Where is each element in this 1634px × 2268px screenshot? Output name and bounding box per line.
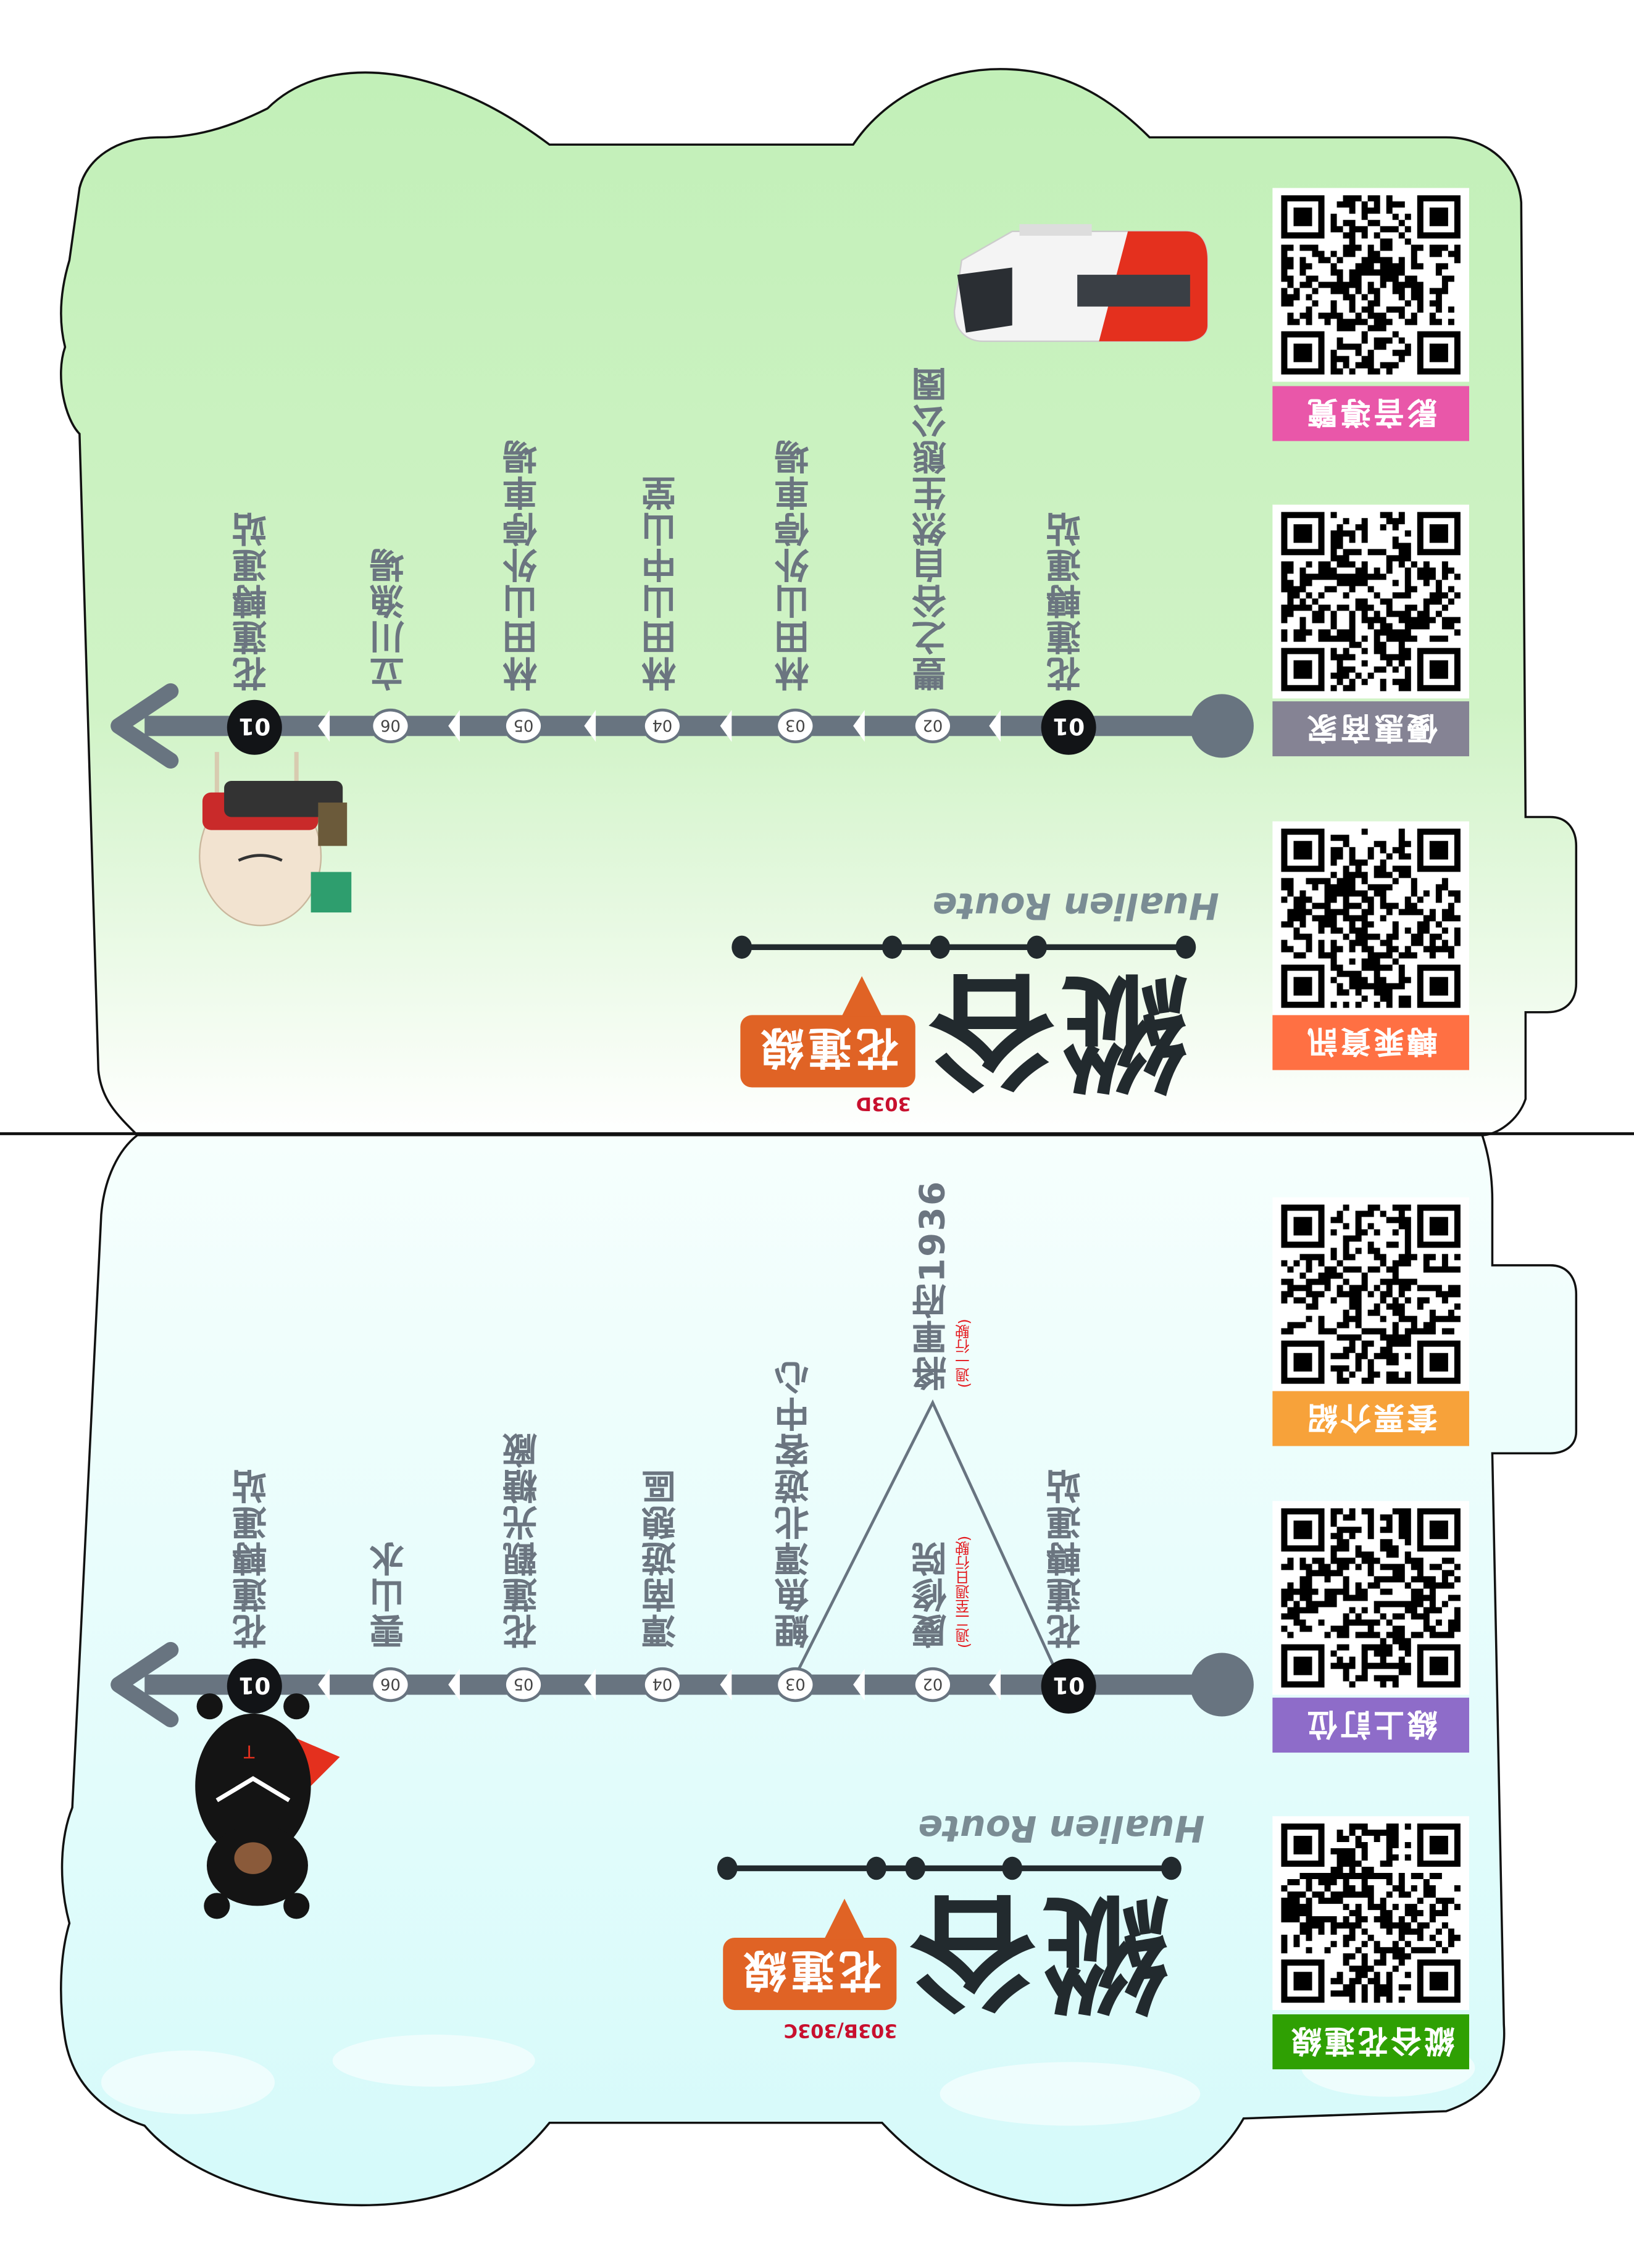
station-marker[interactable]: 04: [642, 708, 683, 744]
station-label: 雲山水: [370, 1540, 411, 1649]
station-label: 潭南遊憩區: [642, 1467, 683, 1649]
station-label: 林田山中山堂: [642, 474, 683, 691]
station-marker[interactable]: 01: [227, 1658, 282, 1714]
route-info-button[interactable]: 縱谷花蓮線: [1272, 2014, 1469, 2070]
branch-line: [796, 1399, 1057, 1671]
station-label: 花蓮轉運站: [233, 1467, 273, 1649]
branch-schedule-note: (週一行駛): [957, 1319, 973, 1388]
fold-line: [0, 1132, 1634, 1135]
qr-pattern: [1281, 1823, 1461, 2003]
station-marker[interactable]: 01: [1041, 1658, 1096, 1714]
bottom-logo-dotline: [717, 1856, 1182, 1880]
route-logo: 縱谷: [922, 956, 1189, 1105]
mascot-illustration: [199, 752, 352, 927]
transfer-info-button[interactable]: 轉乘資訊: [1272, 1015, 1469, 1070]
station-marker[interactable]: 02: [912, 708, 953, 744]
route-name: 花蓮線: [756, 1020, 900, 1072]
route-start-circle: [1190, 1653, 1254, 1717]
station-marker[interactable]: 02: [912, 1667, 953, 1703]
station-label: 花蓮轉運站: [1046, 1467, 1088, 1649]
station-marker[interactable]: 06: [370, 708, 411, 744]
station-schedule-note: (週二至週日行駛): [957, 1536, 973, 1649]
station-label: 花蓮轉運站: [233, 510, 273, 691]
qr-code[interactable]: [1272, 821, 1469, 1015]
route-name-tag: 花蓮線: [723, 1898, 897, 2011]
qr-code[interactable]: [1272, 188, 1469, 382]
qr-pattern: [1281, 512, 1461, 691]
qr-code[interactable]: [1272, 1816, 1469, 2011]
ticket-package-button[interactable]: 套票介紹: [1272, 1391, 1469, 1446]
station-marker[interactable]: 01: [1041, 699, 1096, 755]
station-label: 林田山外停車場: [503, 438, 544, 691]
qr-code[interactable]: [1272, 1501, 1469, 1695]
route-name: 花蓮線: [738, 1943, 882, 1995]
route-logo: 縱谷: [904, 1877, 1170, 2026]
direction-arrow-icon: [110, 683, 179, 769]
route-start-circle: [1190, 694, 1254, 758]
branch-station-label: 將軍府1936: [912, 1180, 953, 1391]
station-label: 鯉魚潭北遊客中心: [775, 1359, 816, 1649]
route-subtitle: Hualien Route: [918, 1807, 1205, 1850]
train-illustration: [953, 224, 1209, 343]
station-marker[interactable]: 06: [370, 1667, 411, 1703]
direction-triangles: [318, 710, 1001, 742]
station-marker[interactable]: 03: [775, 1667, 816, 1703]
qr-code[interactable]: [1272, 504, 1469, 699]
station-label: 花蓮觀光糖廠: [503, 1432, 544, 1649]
station-marker[interactable]: 03: [775, 708, 816, 744]
online-booking-button[interactable]: 線上訂位: [1272, 1698, 1469, 1753]
qr-code[interactable]: [1272, 1197, 1469, 1391]
station-label: 立川漁場: [370, 546, 411, 691]
station-label: 林田山外停車場: [775, 438, 816, 691]
station-label: 花蓮轉運站: [1046, 510, 1088, 691]
station-label: 豐之谷自然生態公園: [912, 365, 953, 691]
bear-mascot-illustration: T: [195, 1693, 340, 1919]
station-marker[interactable]: 05: [503, 708, 544, 744]
qr-pattern: [1281, 828, 1461, 1008]
route-subtitle: Hualien Route: [932, 885, 1219, 927]
station-marker[interactable]: 05: [503, 1667, 544, 1703]
qr-pattern: [1281, 1204, 1461, 1384]
svg-text:T: T: [243, 1741, 255, 1761]
route-code: 303B/303C: [783, 2019, 898, 2041]
video-guide-button[interactable]: 影音導覽: [1272, 386, 1469, 441]
route-code: 303D: [856, 1091, 911, 1114]
direction-arrow-icon: [110, 1641, 179, 1728]
direction-triangles: [318, 1669, 1001, 1701]
bottom-panel-shape: [60, 1134, 1578, 2207]
station-label: 慶修院: [912, 1540, 953, 1649]
station-marker[interactable]: 01: [227, 699, 282, 755]
route-name-tag: 花蓮線: [740, 976, 915, 1088]
station-marker[interactable]: 04: [642, 1667, 683, 1703]
qr-pattern: [1281, 195, 1461, 375]
qr-pattern: [1281, 1508, 1461, 1688]
top-logo-dotline: [732, 935, 1196, 959]
discount-shops-button[interactable]: 優惠商家: [1272, 701, 1469, 757]
